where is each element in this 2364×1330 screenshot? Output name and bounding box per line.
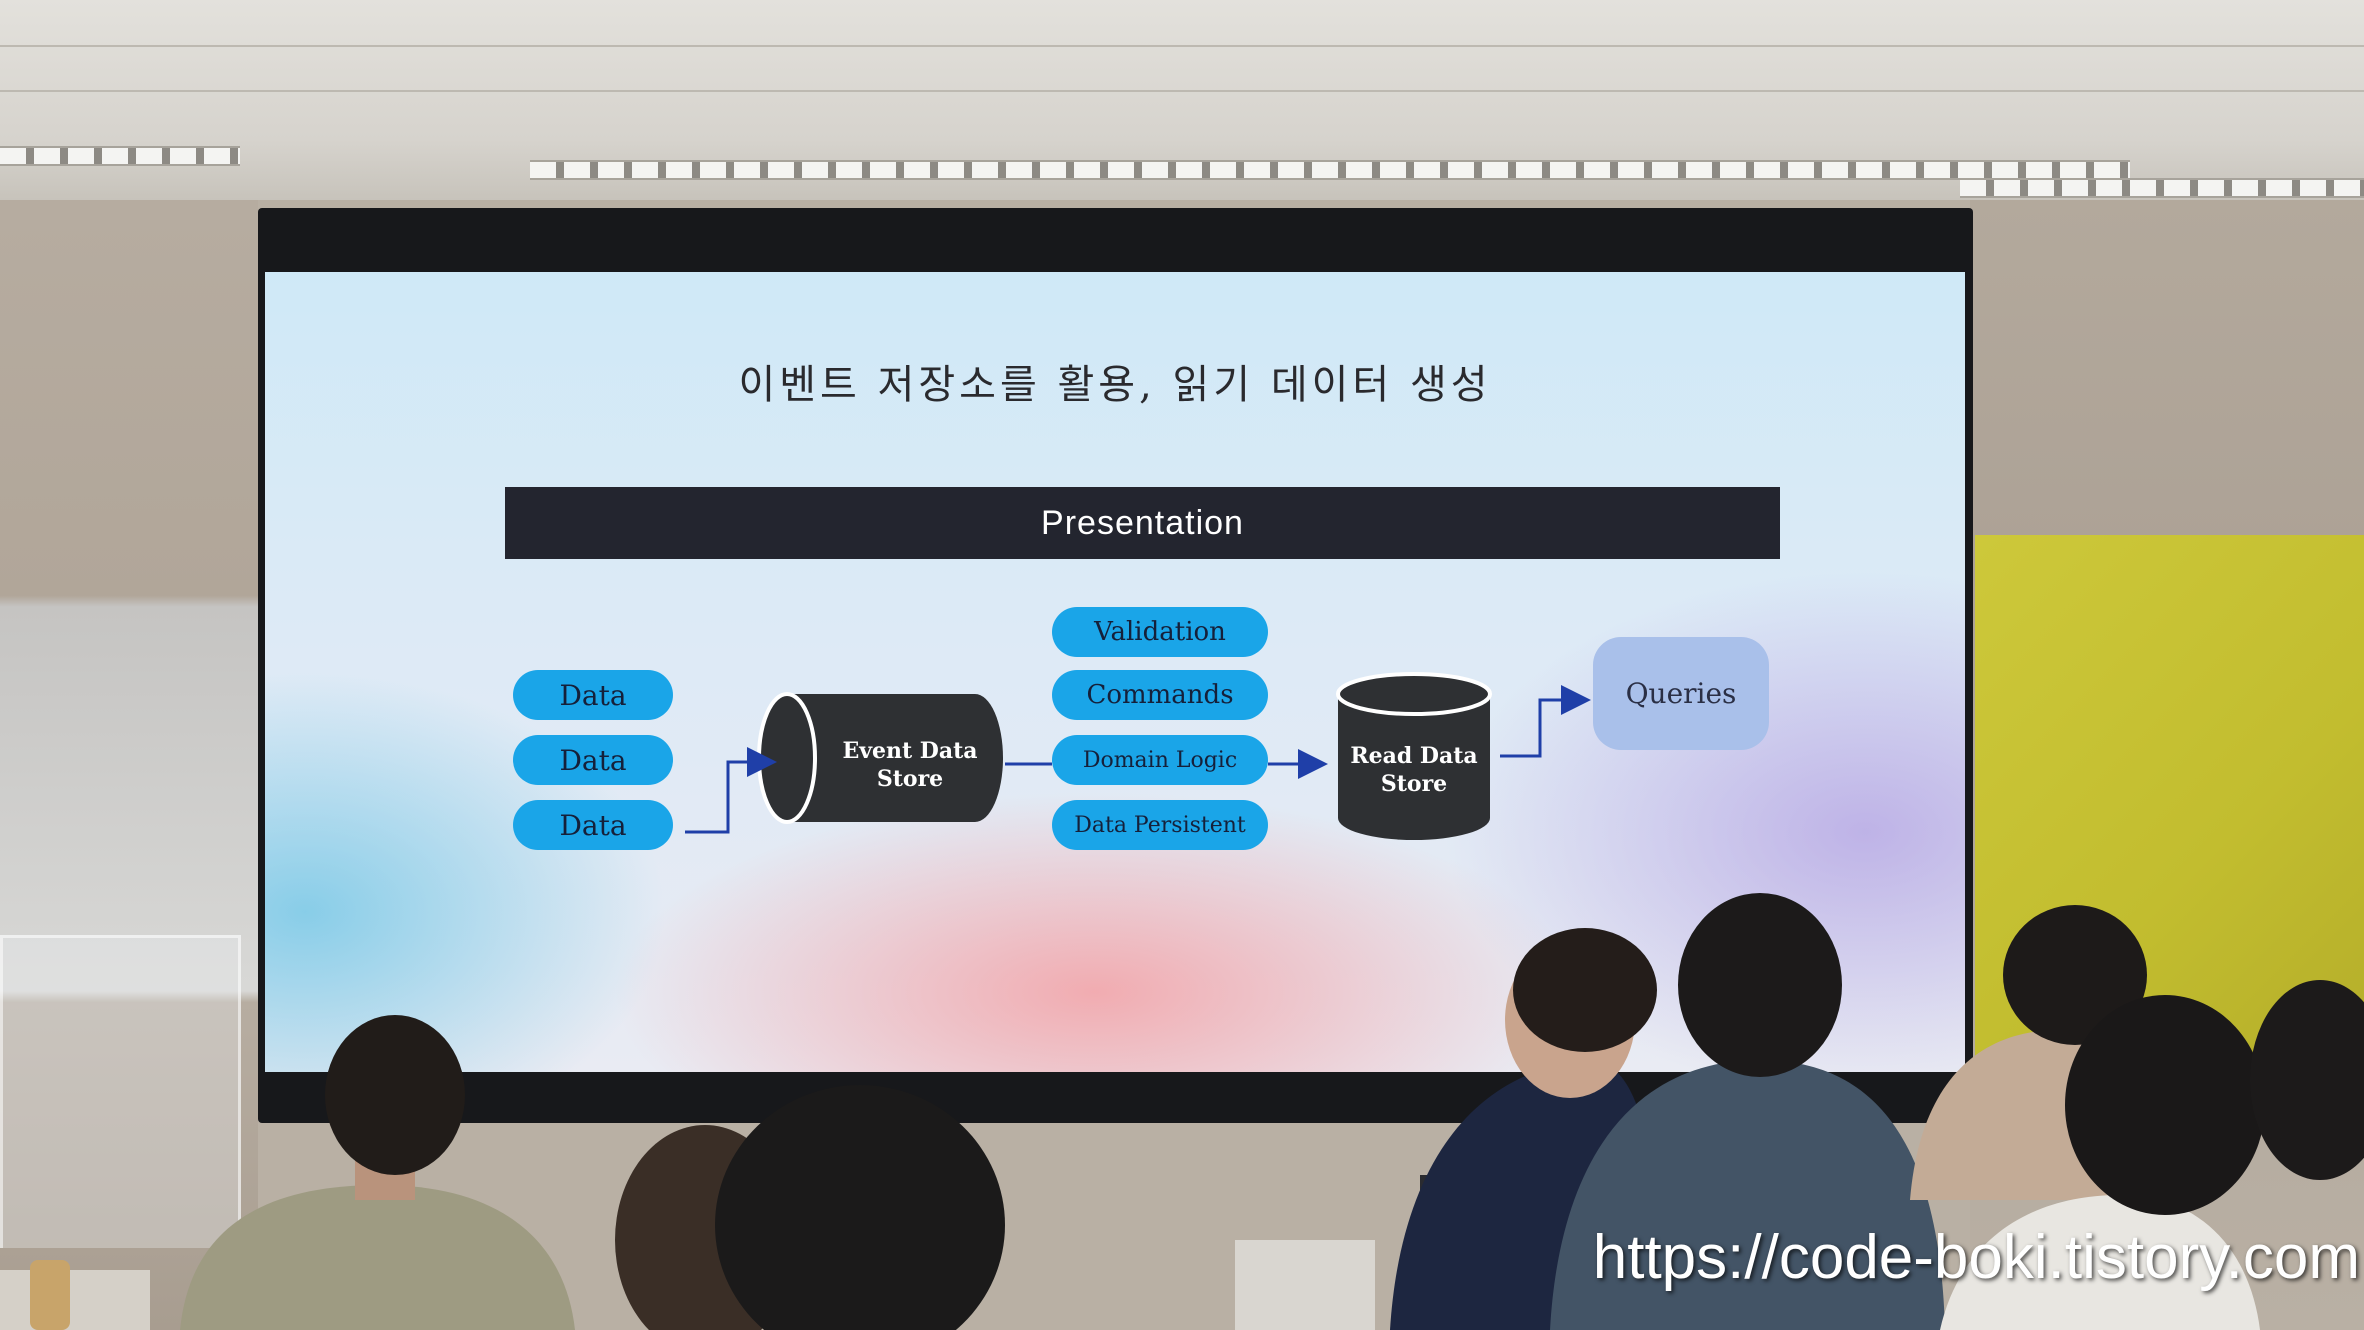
presentation-label: Presentation [1041,503,1244,542]
ceiling [0,0,2364,200]
person [180,1015,575,1330]
data-persistent-pill: Data Persistent [1052,800,1268,850]
ceiling-seam [0,90,2364,92]
bottle [30,1260,70,1330]
queries-label: Queries [1625,677,1737,710]
slide: 이벤트 저장소를 활용, 읽기 데이터 생성 Presentation Data… [265,272,1965,1072]
presentation-bar: Presentation [505,487,1780,559]
event-store-line1: Event Data [842,738,978,764]
person [1550,893,1945,1330]
glass-lectern [0,935,241,1248]
diagram-shapes [685,672,1591,840]
watermark-url: https://code-boki.tistory.com [1592,1223,2360,1292]
queries-box: Queries [1593,637,1769,750]
read-store-cylinder [1336,672,1492,840]
ceiling-vent [0,146,240,166]
data-pill: Data [513,800,673,850]
read-store-line2: Store [1380,771,1448,797]
person [1910,905,2147,1200]
read-store-label: Read Data Store [1334,742,1494,798]
left-wall [0,200,258,1330]
commands-pill: Commands [1052,670,1268,720]
slide-title: 이벤트 저장소를 활용, 읽기 데이터 생성 [738,362,1492,408]
desk [1235,1240,1375,1330]
arrow-data-to-event-store [685,747,777,834]
ceiling-vent [1960,178,2364,198]
person [1940,980,2364,1330]
person [615,1085,1005,1330]
domain-logic-pill: Domain Logic [1052,735,1268,785]
event-store-line2: Store [876,766,944,792]
ceiling-seam [0,45,2364,47]
arrow-read-store-to-queries [1500,685,1591,758]
ceiling-vent [530,160,2130,180]
read-store-line1: Read Data [1350,743,1478,769]
data-pill: Data [513,670,673,720]
data-pill: Data [513,735,673,785]
validation-pill: Validation [1052,607,1268,657]
event-store-label: Event Data Store [820,737,1000,793]
desk [0,1270,150,1330]
